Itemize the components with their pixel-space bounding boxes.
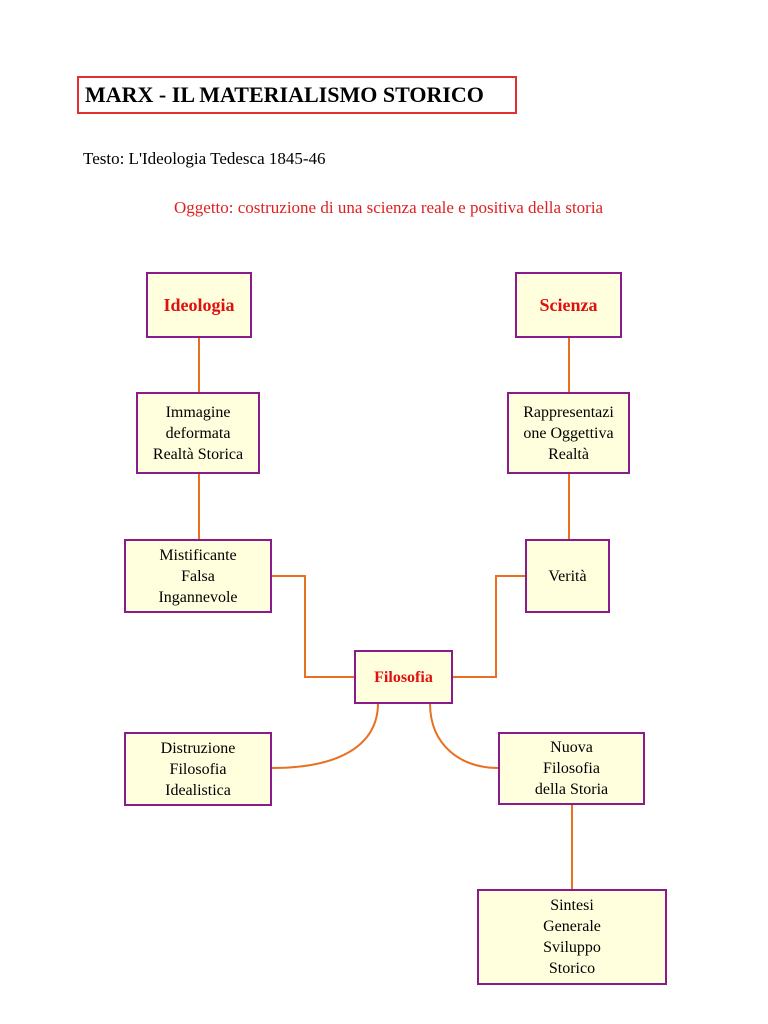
node-ideologia: Ideologia — [146, 272, 252, 338]
connector-verita-filosofia — [452, 575, 526, 678]
node-immagine-deformata: Immagine deformata Realtà Storica — [136, 392, 260, 474]
node-filosofia: Filosofia — [354, 650, 453, 704]
connector-mistificante-filosofia — [272, 575, 355, 678]
node-distruzione-filosofia: Distruzione Filosofia Idealistica — [124, 732, 272, 806]
node-nuova-filosofia: Nuova Filosofia della Storia — [498, 732, 645, 805]
node-sintesi-generale: Sintesi Generale Sviluppo Storico — [477, 889, 667, 985]
page-title: MARX - IL MATERIALISMO STORICO — [77, 76, 517, 114]
node-mistificante: Mistificante Falsa Ingannevole — [124, 539, 272, 613]
connector-filosofia-nuova — [429, 702, 500, 769]
connector-filosofia-distruzione — [271, 702, 379, 769]
node-rappresentazione-oggettiva: Rappresentazi one Oggettiva Realtà — [507, 392, 630, 474]
subject-line: Oggetto: costruzione di una scienza real… — [174, 198, 604, 217]
source-text-line: Testo: L'Ideologia Tedesca 1845-46 — [83, 149, 326, 168]
node-verita: Verità — [525, 539, 610, 613]
node-scienza: Scienza — [515, 272, 622, 338]
